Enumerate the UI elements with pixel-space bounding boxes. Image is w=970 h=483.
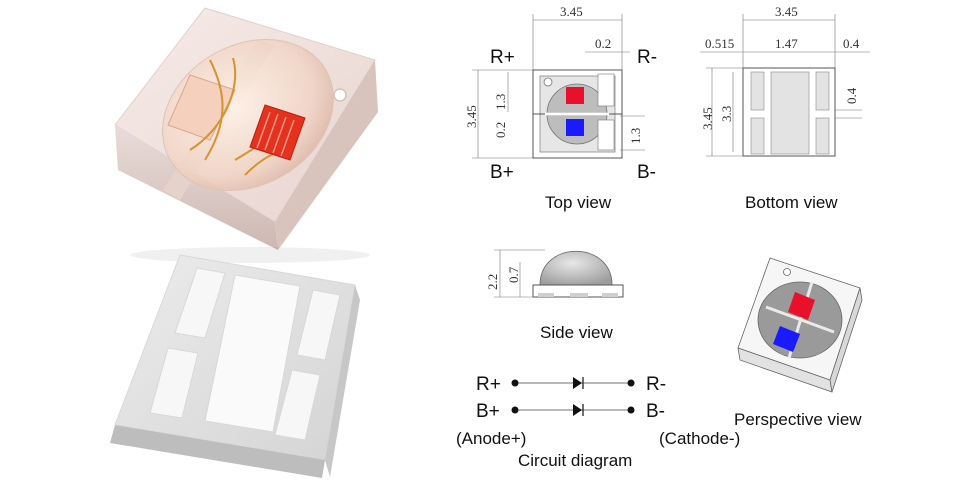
circuit-diagram-caption: Circuit diagram	[518, 451, 632, 470]
bottom-right-dim: 0.4	[843, 36, 860, 51]
bottom-center-dim: 1.47	[775, 36, 798, 51]
top-pin-b-minus: B-	[637, 162, 656, 183]
bottom-pad-dim: 0.4	[844, 87, 859, 104]
circuit-r-plus: R+	[476, 374, 501, 395]
bottom-height-dim: 3.45	[700, 107, 715, 130]
top-lower-dim: 1.3	[628, 128, 643, 144]
bottom-left-dim: 0.515	[705, 36, 734, 51]
circuit-diagram: R+ B+ R- B- (Anode+) (Cathode-) Circuit …	[456, 374, 740, 470]
side-view-drawing: 2.2 0.7 Side view	[485, 249, 624, 342]
bottom-view-caption: Bottom view	[745, 193, 838, 212]
circuit-b-plus: B+	[476, 401, 500, 422]
top-pin-r-minus: R-	[637, 47, 657, 68]
top-split-dim: 0.2	[493, 122, 508, 138]
bottom-width-dim: 3.45	[775, 4, 798, 19]
top-view-drawing: 3.45 0.2 R+ R- B+ B- 3.45 1.3 0.2 1.3 To…	[464, 4, 657, 212]
side-body-dim: 0.7	[506, 266, 521, 283]
perspective-view-drawing: Perspective view	[734, 257, 863, 429]
led-top-photo	[114, 7, 378, 263]
top-view-caption: Top view	[545, 193, 612, 212]
top-red-chip	[566, 87, 584, 104]
side-view-caption: Side view	[540, 323, 613, 342]
top-pin-r-plus: R+	[490, 47, 515, 68]
top-pin-b-plus: B+	[490, 162, 514, 183]
circuit-cathode-label: (Cathode-)	[659, 429, 740, 448]
top-blue-chip	[566, 119, 584, 136]
top-height-dim: 3.45	[464, 105, 479, 128]
top-gap-dim: 0.2	[595, 36, 611, 51]
bottom-view-drawing: 3.45 0.515 1.47 0.4 3.45 3.3 0.4 Bottom …	[700, 4, 870, 212]
top-upper-dim: 1.3	[493, 94, 508, 110]
circuit-b-minus: B-	[646, 401, 665, 422]
diode-r-symbol	[573, 377, 582, 389]
top-width-dim: 3.45	[560, 4, 583, 19]
diode-b-symbol	[573, 404, 582, 416]
perspective-red-chip	[788, 292, 815, 320]
perspective-blue-chip	[773, 326, 800, 352]
led-bottom-photo	[110, 254, 360, 478]
circuit-anode-label: (Anode+)	[456, 429, 526, 448]
circuit-r-minus: R-	[646, 374, 666, 395]
perspective-view-caption: Perspective view	[734, 410, 862, 429]
side-total-dim: 2.2	[485, 274, 500, 290]
bottom-inner-dim: 3.3	[719, 106, 734, 122]
